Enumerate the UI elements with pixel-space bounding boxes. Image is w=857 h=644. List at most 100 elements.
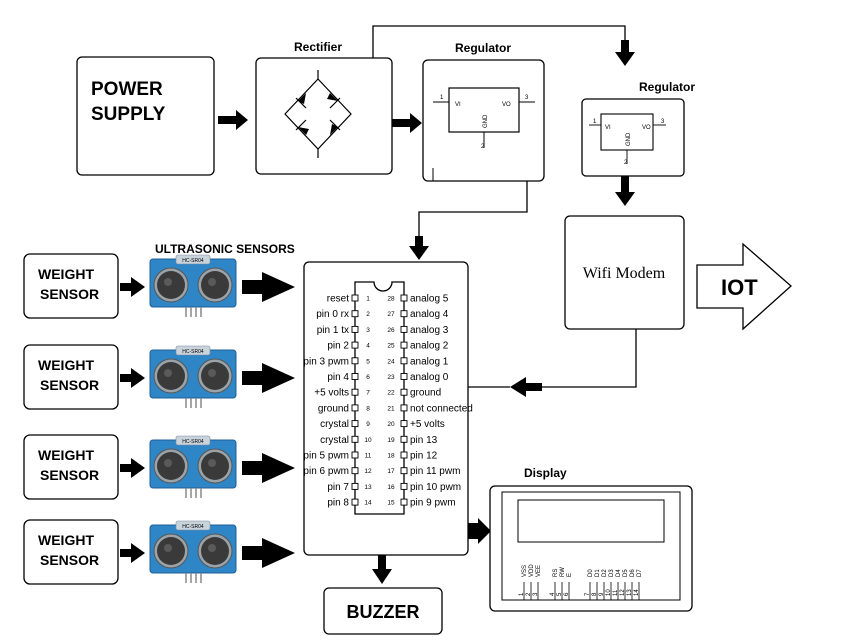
regulator-2-pin2: 2 — [624, 160, 628, 166]
mcu-pin-number: 11 — [365, 453, 372, 460]
weight-sensor-block: WEIGHT SENSOR — [23, 344, 119, 410]
ultrasonic-sensors-title: ULTRASONIC SENSORS — [155, 242, 295, 256]
mcu-pin-number: 17 — [387, 468, 395, 475]
rectifier-to-regulator-wire — [372, 25, 626, 58]
power-supply-label-line2: SUPPLY — [91, 104, 166, 125]
ultrasonic-sensor-icon: HC-SR04 — [149, 435, 237, 498]
lcd-pin-label: D4 — [616, 569, 622, 577]
mcu-pin-number: 9 — [366, 421, 370, 428]
display-label: Display — [524, 466, 567, 480]
regulator-1-vi-label: VI — [455, 102, 461, 108]
lcd-pin: D4 11 — [613, 569, 622, 600]
mcu-pin-number: 8 — [366, 405, 370, 412]
arrow-down-icon — [615, 52, 635, 66]
weight-sensor-label-line1: WEIGHT — [38, 357, 94, 373]
mcu-pin-number: 13 — [364, 484, 372, 491]
power-supply-label-line1: POWER — [91, 79, 163, 100]
mcu-pin-label: not connected — [410, 403, 473, 414]
rectifier-label: Rectifier — [294, 40, 342, 54]
arrow-down-icon — [615, 192, 635, 206]
mcu-pin-number: 20 — [387, 421, 395, 428]
ultrasonic-sensor-icon: HC-SR04 — [149, 520, 237, 583]
lcd-pin: D18 — [592, 569, 601, 600]
mcu-pin-number: 18 — [387, 453, 395, 460]
mcu-pin-label: crystal — [320, 419, 349, 430]
mcu-pin-number: 24 — [387, 358, 395, 365]
sensor-rows: WEIGHTSENSORHC-SR04WEIGHTSENSORHC-SR04WE… — [23, 253, 295, 585]
mcu-pin-number: 28 — [387, 296, 395, 303]
mcu-pin-label: pin 1 tx — [317, 325, 349, 336]
mcu-pin-label: pin 11 pwm — [410, 466, 460, 477]
lcd-pin-label: RW — [560, 567, 566, 577]
lcd-pin-label: D6 — [630, 569, 636, 577]
sensor-badge-label: HC-SR04 — [182, 258, 204, 264]
mcu-pin-number: 2 — [366, 311, 370, 318]
lcd-pin-number: 11 — [613, 589, 619, 596]
arrow-right-icon — [120, 277, 145, 297]
chip-outline — [354, 281, 405, 515]
ultrasonic-sensor-icon: HC-SR04 — [149, 345, 237, 408]
buzzer-label: BUZZER — [347, 602, 420, 622]
wifi-modem-label: Wifi Modem — [583, 265, 666, 282]
mcu-pin-number: 22 — [387, 390, 395, 397]
mcu-pin-number: 7 — [366, 390, 370, 397]
mcu-pin-number: 10 — [364, 437, 372, 444]
mcu-pin-number: 23 — [387, 374, 395, 381]
regulator-to-mcu-wire — [418, 181, 528, 238]
mcu-pin-number: 27 — [387, 311, 395, 318]
sensor-badge-label: HC-SR04 — [182, 524, 204, 530]
lcd-pin-label: E — [567, 573, 573, 577]
lcd-pin: RW5 — [557, 567, 566, 600]
mcu-pin-label: pin 9 pwm — [410, 498, 456, 509]
lcd-pin-label: D7 — [637, 569, 643, 577]
lcd-pins: VSS1VDD2VEE3RS4RW5E6D07D18D29D310D411D51… — [519, 564, 643, 600]
regulator-1-vo-label: VO — [502, 102, 511, 108]
wifi-modem-block: Wifi Modem — [564, 215, 685, 330]
arrow-right-icon — [218, 110, 248, 130]
arrow-right-icon — [120, 368, 145, 388]
mcu-pin-number: 6 — [366, 374, 370, 381]
weight-sensor-label-line1: WEIGHT — [38, 447, 94, 463]
rectifier-block: Rectifier — [255, 40, 393, 175]
mcu-pin-number: 16 — [387, 484, 395, 491]
sensor-row: WEIGHT SENSOR HC-SR04 — [23, 344, 295, 410]
mcu-pin-label: pin 6 pwm — [303, 466, 349, 477]
mcu-pin-label: analog 5 — [410, 294, 449, 305]
mcu-left-pin: pin 4 6 — [327, 372, 370, 383]
mcu-right-pin: 28 analog 5 — [387, 294, 448, 305]
regulator-2-pin3: 3 — [661, 119, 665, 125]
mcu-pin-label: reset — [327, 294, 349, 305]
regulator-2-vi-label: VI — [605, 125, 611, 131]
mcu-right-pin: 20+5 volts — [387, 419, 444, 430]
lcd-pin-number: 7 — [585, 592, 591, 596]
arrow-right-icon — [468, 518, 491, 544]
lcd-pin-number: 9 — [599, 592, 605, 596]
weight-sensor-label-line2: SENSOR — [40, 377, 99, 393]
regulator-2-pin1: 1 — [593, 119, 597, 125]
mcu-pin-label: pin 4 — [327, 372, 349, 383]
regulator-1-block: Regulator VI VO 1 3 2 GND — [422, 41, 545, 182]
arrow-down-icon — [372, 569, 392, 584]
mcu-pin-label: pin 3 pwm — [303, 356, 349, 367]
mcu-pin-label: pin 13 — [410, 435, 438, 446]
lcd-pin-label: D3 — [609, 569, 615, 577]
regulator-1-pin2: 2 — [481, 144, 485, 150]
